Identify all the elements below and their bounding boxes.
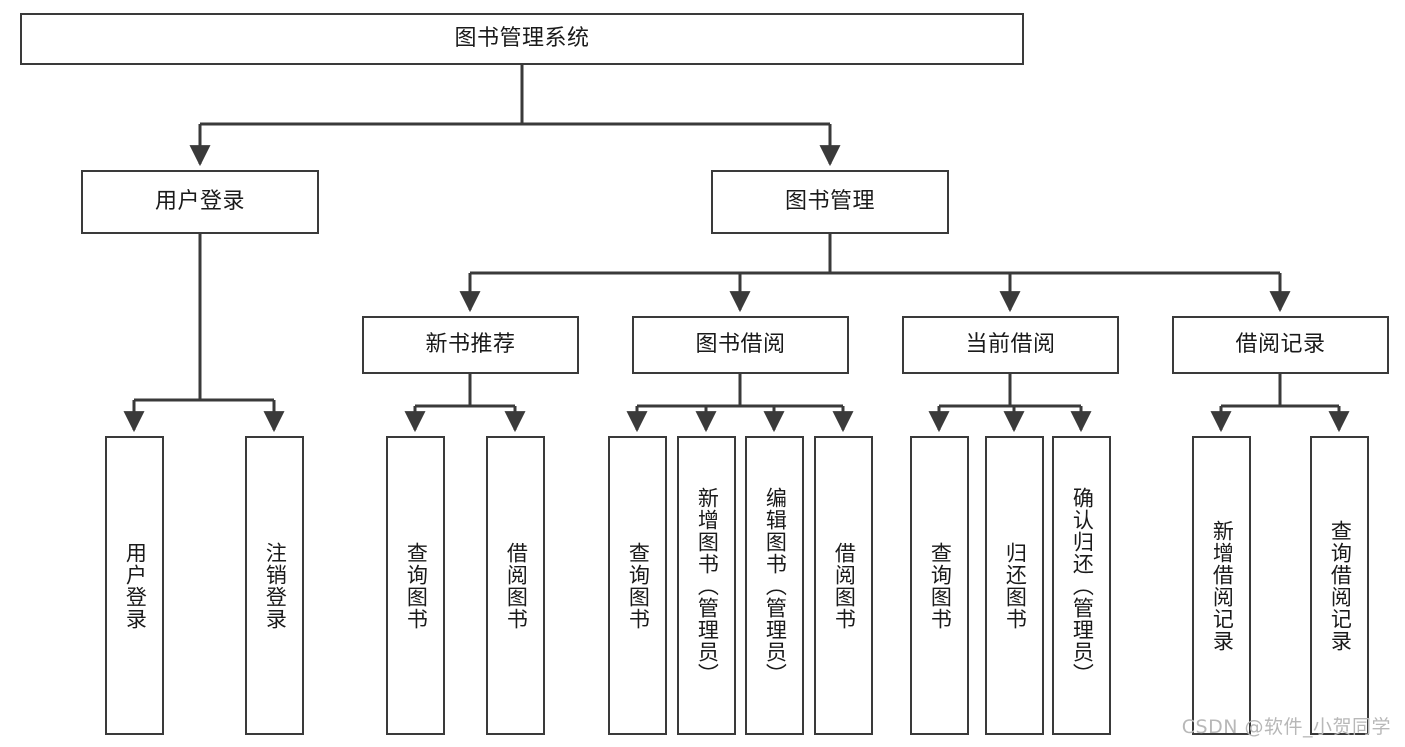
node-leaf-query-book-cur[interactable]: 查询图书 xyxy=(910,436,969,735)
node-book-manage-label: 图书管理 xyxy=(784,189,875,215)
node-root-label: 图书管理系统 xyxy=(454,26,590,52)
node-root[interactable]: 图书管理系统 xyxy=(20,13,1024,65)
node-leaf-add-record-label: 新增借阅记录 xyxy=(1210,519,1235,652)
node-book-manage[interactable]: 图书管理 xyxy=(711,170,949,234)
node-leaf-add-book[interactable]: 新增图书（管理员） xyxy=(677,436,736,735)
node-user-login-label: 用户登录 xyxy=(154,189,245,215)
node-leaf-query-record-label: 查询借阅记录 xyxy=(1328,519,1353,652)
node-leaf-query-book-rec-label: 查询图书 xyxy=(404,541,429,630)
node-leaf-query-book-brw[interactable]: 查询图书 xyxy=(608,436,667,735)
node-leaf-query-book-brw-label: 查询图书 xyxy=(626,541,651,630)
node-leaf-borrow-book-brw[interactable]: 借阅图书 xyxy=(814,436,873,735)
node-borrow-record[interactable]: 借阅记录 xyxy=(1172,316,1389,374)
node-current-borrow[interactable]: 当前借阅 xyxy=(902,316,1119,374)
node-leaf-add-record[interactable]: 新增借阅记录 xyxy=(1192,436,1251,735)
watermark: CSDN @软件_小贺同学 xyxy=(1181,716,1391,738)
node-leaf-edit-book-label: 编辑图书（管理员） xyxy=(763,486,788,685)
node-leaf-user-logout[interactable]: 注销登录 xyxy=(245,436,304,735)
node-leaf-return-book-label: 归还图书 xyxy=(1003,541,1028,630)
node-new-book-rec-label: 新书推荐 xyxy=(425,332,516,358)
node-user-login[interactable]: 用户登录 xyxy=(81,170,319,234)
node-leaf-user-login-label: 用户登录 xyxy=(123,541,148,630)
node-leaf-return-book[interactable]: 归还图书 xyxy=(985,436,1044,735)
node-book-borrow[interactable]: 图书借阅 xyxy=(632,316,849,374)
node-book-borrow-label: 图书借阅 xyxy=(695,332,786,358)
node-current-borrow-label: 当前借阅 xyxy=(965,332,1056,358)
node-leaf-borrow-book-rec[interactable]: 借阅图书 xyxy=(486,436,545,735)
node-borrow-record-label: 借阅记录 xyxy=(1235,332,1326,358)
node-leaf-borrow-book-rec-label: 借阅图书 xyxy=(504,541,529,630)
node-leaf-query-book-rec[interactable]: 查询图书 xyxy=(386,436,445,735)
node-leaf-user-login[interactable]: 用户登录 xyxy=(105,436,164,735)
node-leaf-query-book-cur-label: 查询图书 xyxy=(928,541,953,630)
node-leaf-query-record[interactable]: 查询借阅记录 xyxy=(1310,436,1369,735)
node-leaf-add-book-label: 新增图书（管理员） xyxy=(695,486,720,685)
node-leaf-confirm-return[interactable]: 确认归还（管理员） xyxy=(1052,436,1111,735)
node-leaf-confirm-return-label: 确认归还（管理员） xyxy=(1070,486,1095,685)
node-leaf-borrow-book-brw-label: 借阅图书 xyxy=(832,541,857,630)
node-new-book-rec[interactable]: 新书推荐 xyxy=(362,316,579,374)
node-leaf-edit-book[interactable]: 编辑图书（管理员） xyxy=(745,436,804,735)
node-leaf-user-logout-label: 注销登录 xyxy=(263,541,288,630)
